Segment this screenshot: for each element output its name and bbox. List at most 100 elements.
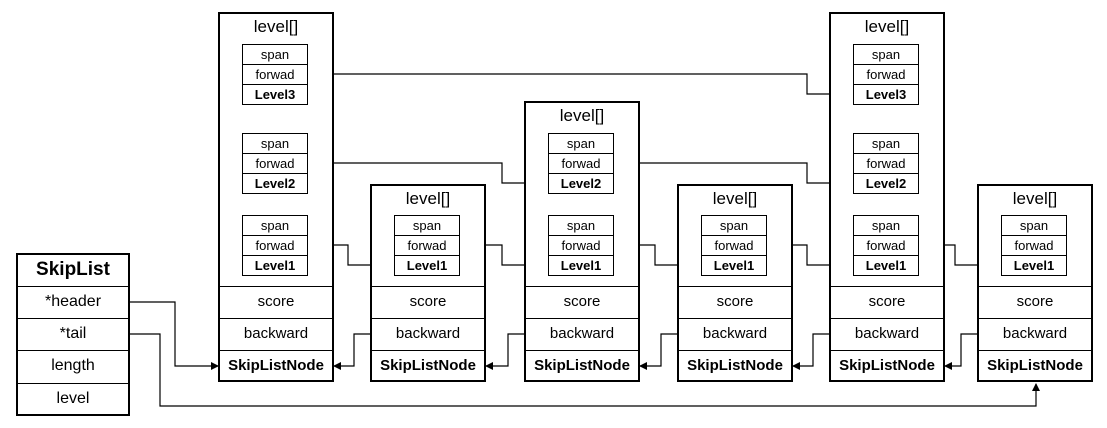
backward-label: backward [243,325,309,342]
backward-divider [977,318,1093,319]
level-cell-level2: Level2 [548,173,614,194]
backward-label: backward [395,325,461,342]
level-cell-level1: Level1 [701,255,767,276]
backward-divider [370,318,486,319]
span-cell: span [548,215,614,236]
score-label: score [868,293,906,310]
level-array-label: level[] [1012,189,1058,208]
backward-arrow [792,333,829,370]
forward-cell: forwad [1001,235,1067,256]
level-cell-level1: Level1 [394,255,460,276]
span-cell: span [853,44,919,65]
forward-cell: forwad [242,153,308,174]
node-name-divider [829,350,945,351]
level-array-label: level[] [559,106,605,125]
skiplist-field-tail: *tail [59,325,87,342]
backward-arrow [944,333,977,370]
span-cell: span [853,215,919,236]
node-name-divider [977,350,1093,351]
forward-arrow-level2 [308,162,549,187]
level-cell-level3: Level3 [242,84,308,105]
forward-arrow-level3 [308,73,854,98]
node-name-divider [677,350,793,351]
forward-cell: forwad [548,235,614,256]
header-arrow [130,301,219,370]
skiplist-node-2 [370,184,486,382]
backward-label: backward [549,325,615,342]
backward-arrow [639,333,677,370]
span-cell: span [242,215,308,236]
score-divider [218,286,334,287]
forward-cell: forwad [853,235,919,256]
forward-cell: forwad [853,64,919,85]
node-name-divider [218,350,334,351]
forward-cell: forwad [853,153,919,174]
backward-divider [524,318,640,319]
score-divider [677,286,793,287]
skiplist-node-6 [977,184,1093,382]
skiplist-divider [16,318,130,319]
node-name-label: SkipListNode [534,357,630,374]
node-name-divider [370,350,486,351]
level-array-label: level[] [712,189,758,208]
level-array-label: level[] [864,17,910,36]
span-cell: span [242,44,308,65]
span-cell: span [394,215,460,236]
skiplist-divider [16,350,130,351]
score-label: score [563,293,601,310]
backward-arrow [333,333,370,370]
node-name-label: SkipListNode [839,357,935,374]
score-label: score [409,293,447,310]
score-divider [524,286,640,287]
span-cell: span [701,215,767,236]
forward-cell: forwad [701,235,767,256]
node-name-label: SkipListNode [687,357,783,374]
forward-arrow-level2 [614,162,854,187]
span-cell: span [1001,215,1067,236]
level-cell-level1: Level1 [1001,255,1067,276]
node-name-label: SkipListNode [228,357,324,374]
level-cell-level3: Level3 [853,84,919,105]
span-cell: span [548,133,614,154]
level-array-label: level[] [253,17,299,36]
forward-cell: forwad [394,235,460,256]
node-name-label: SkipListNode [987,357,1083,374]
skiplist-divider [16,286,130,287]
level-cell-level1: Level1 [242,255,308,276]
backward-arrow [485,333,524,370]
forward-cell: forwad [548,153,614,174]
node-name-divider [524,350,640,351]
backward-label: backward [854,325,920,342]
skiplist-field-level: level [56,390,90,407]
score-divider [370,286,486,287]
backward-divider [677,318,793,319]
node-name-label: SkipListNode [380,357,476,374]
skiplist-field-header: *header [44,293,102,310]
backward-label: backward [702,325,768,342]
backward-label: backward [1002,325,1068,342]
skiplist-struct [16,253,130,416]
skiplist-field-length: length [51,357,95,374]
score-divider [829,286,945,287]
backward-divider [829,318,945,319]
span-cell: span [853,133,919,154]
backward-divider [218,318,334,319]
score-label: score [1016,293,1054,310]
level-cell-level1: Level1 [548,255,614,276]
score-label: score [716,293,754,310]
skiplist-divider [16,383,130,384]
level-array-label: level[] [405,189,451,208]
level-cell-level2: Level2 [853,173,919,194]
skiplist-node-4 [677,184,793,382]
score-label: score [257,293,295,310]
forward-cell: forwad [242,235,308,256]
score-divider [977,286,1093,287]
tail-arrow [130,333,1040,407]
skiplist-title: SkipList [36,259,110,280]
forward-cell: forwad [242,64,308,85]
level-cell-level1: Level1 [853,255,919,276]
level-cell-level2: Level2 [242,173,308,194]
span-cell: span [242,133,308,154]
